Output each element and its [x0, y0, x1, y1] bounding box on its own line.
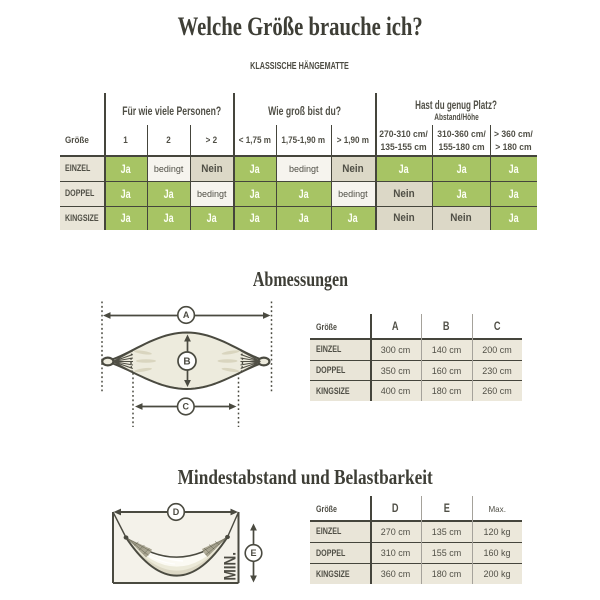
svg-text:D: D: [173, 507, 180, 517]
svg-text:A: A: [183, 310, 190, 320]
svg-text:E: E: [250, 548, 256, 558]
svg-text:MIN.: MIN.: [221, 552, 240, 581]
svg-text:B: B: [183, 357, 190, 368]
svg-text:C: C: [183, 402, 190, 412]
